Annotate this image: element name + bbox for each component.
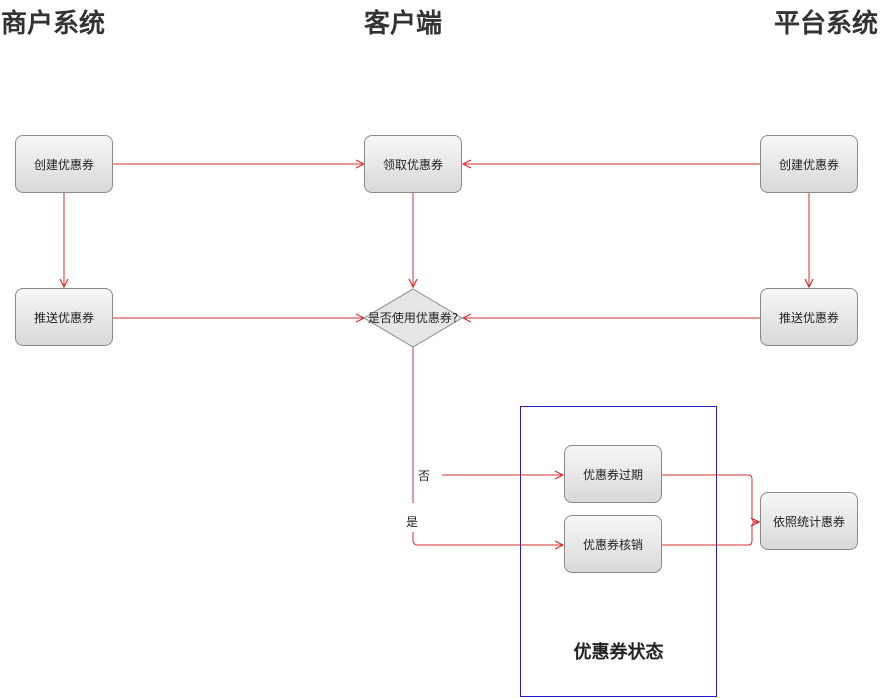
coupon-redeemed-node: 优惠券核销 — [564, 515, 662, 573]
coupon-state-group-title: 优惠券状态 — [573, 642, 664, 663]
merchant-create-coupon-node: 创建优惠券 — [15, 135, 113, 193]
client-receive-coupon-node: 领取优惠券 — [364, 135, 462, 193]
coupon-expired-node: 优惠券过期 — [564, 445, 662, 503]
edge-yes-to-redeemed — [412, 532, 563, 545]
platform-create-coupon-node: 创建优惠券 — [760, 135, 858, 193]
client-lane-title: 客户端 — [364, 9, 443, 39]
merchant-lane-title: 商户系统 — [1, 9, 106, 39]
yes-edge-label: 是 — [406, 515, 419, 529]
coupon-stats-node: 依照统计惠券 — [760, 492, 858, 550]
edge-redeemed-to-stats — [662, 522, 759, 546]
platform-push-coupon-node: 推送优惠券 — [760, 288, 858, 346]
no-edge-label: 否 — [418, 469, 431, 483]
merchant-push-coupon-node: 推送优惠券 — [15, 288, 113, 346]
decision-diamond — [363, 288, 463, 348]
coupon-state-group — [520, 406, 717, 697]
edge-expired-to-stats — [662, 474, 759, 522]
decision-label: 是否使用优惠券? — [367, 310, 459, 325]
platform-lane-title: 平台系统 — [773, 9, 878, 39]
